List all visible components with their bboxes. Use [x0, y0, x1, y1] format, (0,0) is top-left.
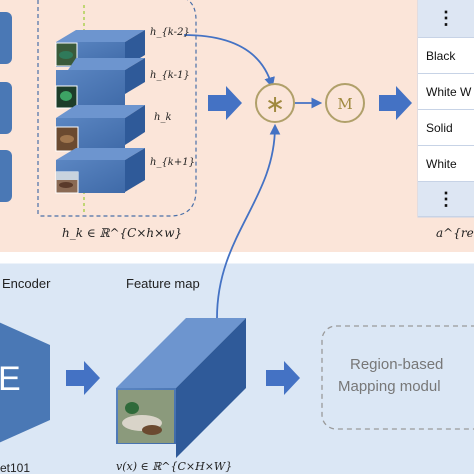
module-label-line1: Region-based — [350, 356, 444, 373]
mapping-circle — [325, 83, 365, 123]
feature-block-k-plus-1 — [55, 148, 145, 194]
feature-label-k-minus-2: h_{k-2} — [150, 27, 190, 38]
operator-circle — [255, 83, 295, 123]
feature-stack-container — [38, 0, 197, 217]
list-item-class-2: White W — [418, 74, 474, 110]
feature-label-k: h_k — [154, 112, 172, 123]
arrow-stack-to-operator — [183, 34, 275, 89]
feature-map-cuboid — [116, 318, 246, 458]
feature-block-k — [55, 105, 145, 152]
backbone-label: et101 — [0, 461, 31, 475]
list-item-class-1: Black Eye — [418, 38, 474, 74]
feature-block-k-minus-2 — [55, 30, 145, 67]
list-item-class-3: Solid Bre — [418, 110, 474, 146]
list-item-class-4: White Be — [418, 146, 474, 182]
feature-map-caption: v(x) ∈ ℝ^{C×H×W} — [116, 460, 233, 473]
region-mapping-module — [321, 325, 474, 430]
feature-label-k-plus-1: h_{k+1} — [150, 157, 195, 168]
block-arrow-bottom-1 — [66, 361, 100, 395]
list-item-more-top: ⋮ — [418, 0, 474, 38]
block-arrow-bottom-2 — [266, 361, 300, 395]
feature-map-label: Feature map — [126, 276, 200, 291]
left-block-3 — [0, 150, 12, 202]
encoder-label: Encoder — [2, 276, 51, 291]
arrow-feature-to-operator — [216, 123, 281, 319]
module-label-line2: Mapping modul — [338, 378, 441, 395]
block-arrow-top-2 — [379, 86, 412, 120]
block-arrow-top-1 — [208, 86, 242, 120]
feature-stack-caption: h_k ∈ ℝ^{C×h×w} — [62, 226, 183, 240]
left-block-1 — [0, 12, 12, 64]
encoder-letter: E — [0, 360, 21, 398]
left-block-2 — [0, 82, 12, 134]
feature-block-k-minus-1 — [55, 58, 145, 109]
mapping-symbol: M — [337, 95, 352, 113]
feature-label-k-minus-1: h_{k-1} — [150, 70, 190, 81]
operator-symbol: ∗ — [265, 90, 285, 118]
output-label: a^{reg} — [436, 226, 474, 240]
encoder-shape — [0, 322, 50, 443]
list-item-more-bottom: ⋮ — [418, 182, 474, 217]
